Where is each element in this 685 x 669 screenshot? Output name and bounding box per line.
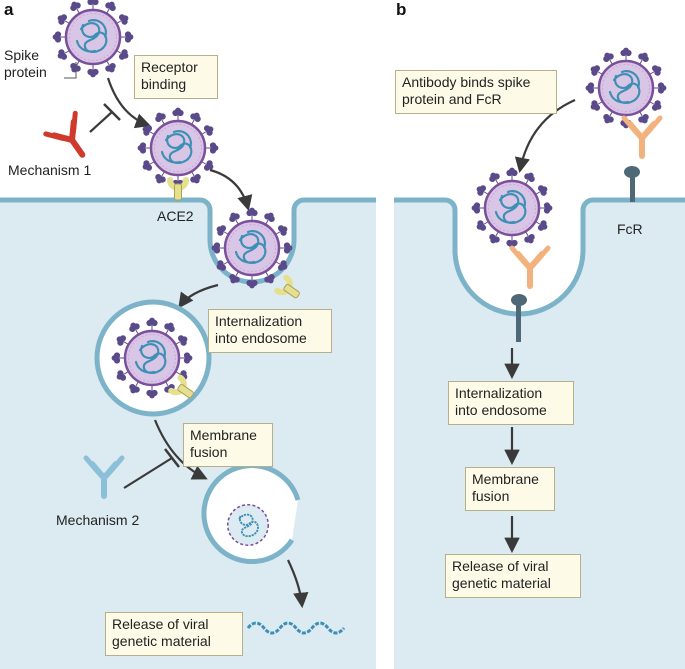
inhibition-bar-2 [164,448,180,468]
mechanism-1-label: Mechanism 1 [8,162,92,178]
fcr-receptor-icon [624,166,640,202]
arrow-binding [106,77,151,129]
inhibition-line-1 [89,111,113,133]
antibody-orange-icon [624,118,660,156]
fcr-label: FcR [617,221,643,237]
antibody-red-icon [46,113,97,165]
inhibition-line-2 [123,457,173,489]
mechanism-2-label: Mechanism 2 [56,512,140,528]
arrow-endosome [178,283,219,309]
virus-particle [138,108,218,188]
spike-protein-label: Spike protein [4,47,47,80]
fcr-receptor-icon [511,294,527,342]
ace2-label: ACE2 [157,208,194,224]
cell-interior-b [394,200,685,669]
arrow-pit [209,168,253,211]
arrow-fusion [153,419,208,480]
fusing-virus-core [227,504,269,546]
inhibition-bar-1 [103,103,121,121]
antibody-orange-icon [512,248,548,286]
panel-b [394,48,685,669]
panel-label-b: b [396,0,407,19]
panel-label-a: a [4,0,14,19]
spike-leader-line [64,62,77,79]
virus-particle [472,168,552,248]
arrow-binding-b [514,98,576,174]
virus-particle [586,48,666,128]
arrow-release [287,559,309,609]
rna-strand-icon [246,621,346,635]
virus-particle [53,0,133,77]
